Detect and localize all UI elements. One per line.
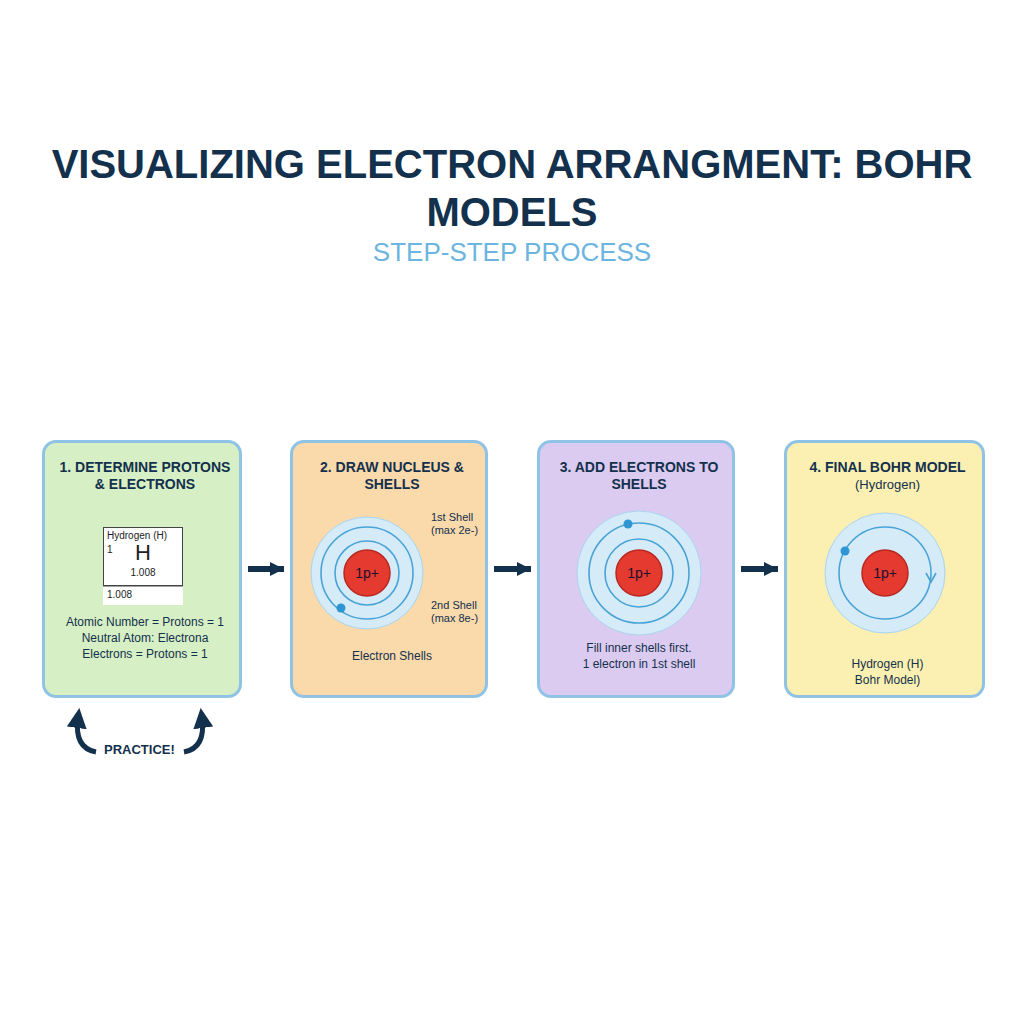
step-heading: 1. DETERMINE PROTONS & ELECTRONS xyxy=(53,459,237,493)
cycle-arrow xyxy=(77,718,96,752)
nucleus-label: 1p+ xyxy=(343,565,391,582)
step-subheading: (Hydrogen) xyxy=(795,477,980,493)
orbit-arrow xyxy=(926,573,936,582)
electron xyxy=(841,547,850,556)
atomic-number: 1 xyxy=(107,544,127,556)
step-heading: 2. DRAW NUCLEUS & SHELLS xyxy=(301,459,483,493)
shell-label: 1st Shell (max 2e-) xyxy=(431,511,487,537)
title: VISUALIZING ELECTRON ARRANGMENT: BOHR MO… xyxy=(50,140,974,236)
step-note: Bohr Model) xyxy=(789,673,986,687)
step-arrow xyxy=(248,566,284,572)
tile-border xyxy=(104,528,183,586)
shell-glow xyxy=(577,511,701,635)
shell-glow xyxy=(311,517,423,629)
electron-shell xyxy=(321,527,413,619)
shell-glow xyxy=(825,513,945,633)
step-note: Neutral Atom: Electrona xyxy=(47,631,243,645)
step-box: 1p+ 3. ADD ELECTRONS TO SHELLS Fill inner … xyxy=(537,440,735,698)
nucleus: 1p+ xyxy=(861,549,909,597)
electron-shell xyxy=(589,523,689,623)
electron-shell xyxy=(605,539,673,607)
step-note: Electrons = Protons = 1 xyxy=(47,647,243,661)
step-heading: 4. FINAL BOHR MODEL xyxy=(795,459,980,476)
atomic-mass: 1.008 xyxy=(107,589,179,601)
practice-label: PRACTICE! xyxy=(104,742,175,757)
cycle-arrow xyxy=(184,718,203,752)
step-arrow xyxy=(741,566,778,572)
electron xyxy=(624,520,633,529)
subtitle: STEP-STEP PROCESS xyxy=(50,237,974,268)
nucleus-label: 1p+ xyxy=(861,565,909,582)
nucleus: 1p+ xyxy=(615,549,663,597)
atomic-mass: 1.008 xyxy=(103,567,183,579)
step-box: 1p+ 2. DRAW NUCLEUS & SHELLS 1st Shell (ma… xyxy=(290,440,488,698)
nucleus: 1p+ xyxy=(343,549,391,597)
element-symbol: H xyxy=(103,540,183,566)
step-note: Fill inner shells first. xyxy=(542,641,736,655)
step-note: Atomic Number = Protons = 1 xyxy=(47,615,243,629)
step-box: Hydrogen (H)1H1.0081.0081. DETERMINE PRO… xyxy=(42,440,242,698)
step-note: Hydrogen (H) xyxy=(789,657,986,671)
nucleus-fill xyxy=(862,550,908,596)
tile-rule xyxy=(103,586,183,587)
nucleus-label: 1p+ xyxy=(615,565,663,582)
electron-shell xyxy=(335,541,399,605)
nucleus-fill xyxy=(344,550,390,596)
step-box: 1p+ 4. FINAL BOHR MODEL(Hydrogen) Hydrogen… xyxy=(784,440,985,698)
nucleus-fill xyxy=(616,550,662,596)
step-note: 1 electron in 1st shell xyxy=(542,657,736,671)
element-tile: Hydrogen (H)1H1.0081.008 xyxy=(103,527,183,605)
step-heading: 3. ADD ELECTRONS TO SHELLS xyxy=(548,459,730,493)
electron xyxy=(337,604,346,613)
shell-label: 2nd Shell (max 8e-) xyxy=(431,599,487,625)
step-arrow xyxy=(494,566,531,572)
electron-shell xyxy=(839,527,931,619)
step-note: Electron Shells xyxy=(295,649,489,663)
